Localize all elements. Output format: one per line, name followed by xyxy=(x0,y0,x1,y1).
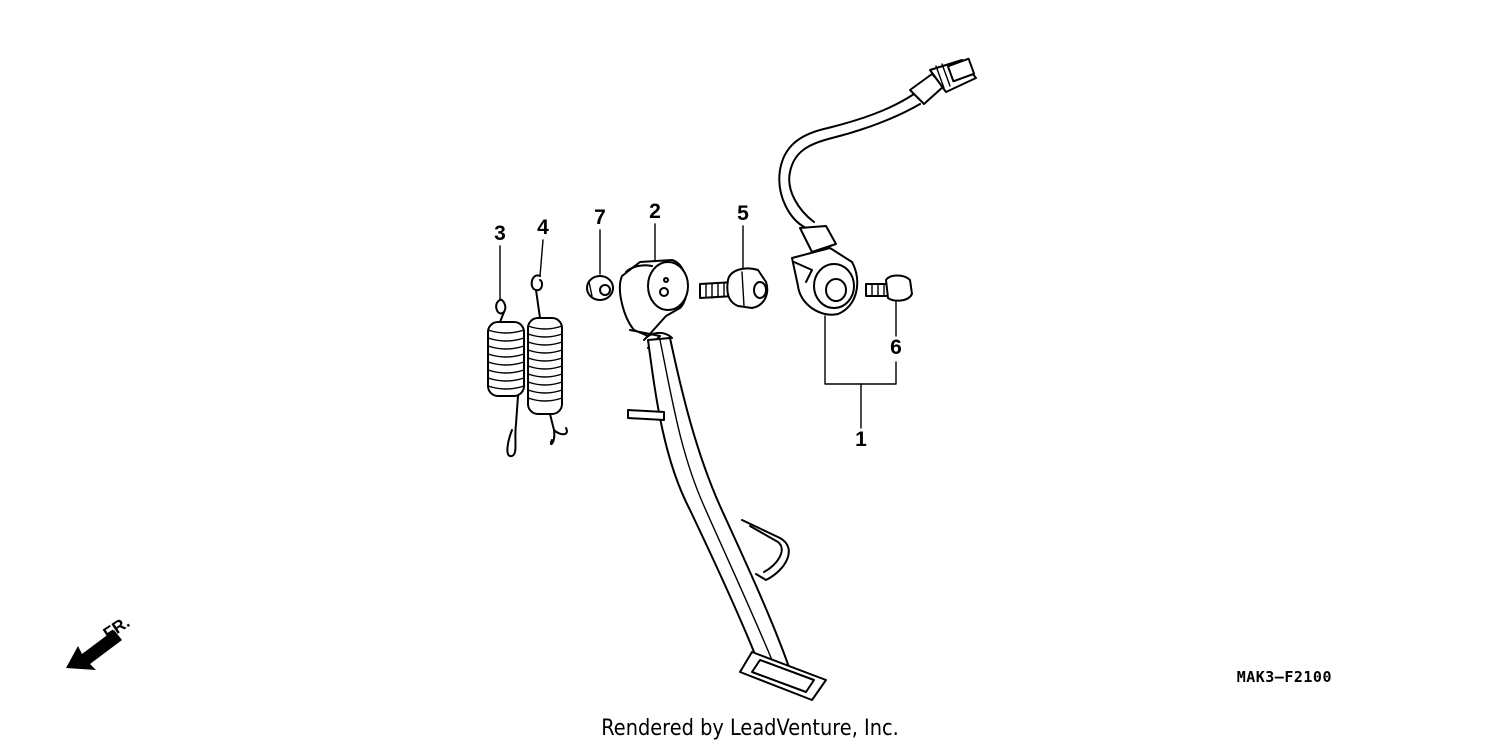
callout-2[interactable]: 2 xyxy=(649,200,661,223)
side-stand-part-2[interactable] xyxy=(618,259,827,701)
callout-5[interactable]: 5 xyxy=(737,202,749,225)
callout-6[interactable]: 6 xyxy=(890,336,902,359)
spring-part-3[interactable] xyxy=(487,298,525,458)
leader-lines xyxy=(499,223,897,429)
side-stand-switch-part-1[interactable] xyxy=(778,57,977,316)
front-direction-arrow: FR. xyxy=(66,613,133,670)
callout-3[interactable]: 3 xyxy=(494,222,506,245)
credit-text: Rendered by LeadVenture, Inc. xyxy=(601,716,899,741)
spring-part-4[interactable] xyxy=(527,274,568,446)
callout-1[interactable]: 1 xyxy=(855,428,867,451)
nut-part-7[interactable] xyxy=(586,275,614,301)
bolt-part-6[interactable] xyxy=(865,274,913,302)
bolt-part-5[interactable] xyxy=(699,267,769,309)
callout-7[interactable]: 7 xyxy=(594,206,606,229)
diagram-code: MAK3–F2100 xyxy=(1236,668,1332,686)
arrow-icon xyxy=(66,630,122,670)
callout-4[interactable]: 4 xyxy=(537,216,549,239)
